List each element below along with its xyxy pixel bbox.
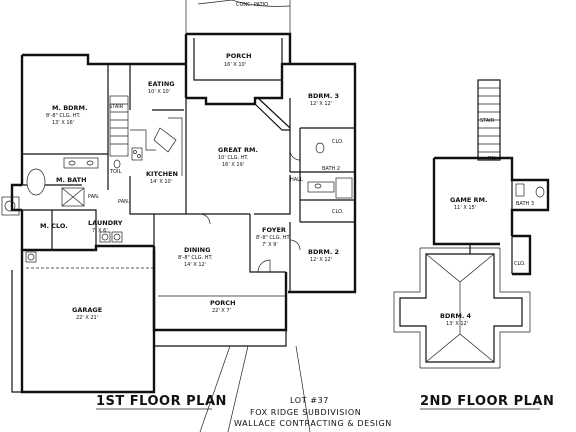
second-floor-walls [393, 79, 550, 369]
room-labels: CONC. PATIO PORCH 16' X 10' EATING 10' X… [40, 2, 534, 327]
toil-label: TOIL [109, 169, 121, 175]
clo-1-label: CLO. [332, 139, 344, 145]
eating-size: 10' X 10' [148, 89, 170, 95]
dn-label: DN [488, 156, 496, 162]
game-rm-size: 11' X 15' [454, 205, 476, 211]
kitchen-name: KITCHEN [146, 170, 178, 178]
front-porch-name: PORCH [210, 299, 236, 307]
bdrm-4-name: BDRM. 4 [440, 312, 472, 320]
bdrm-2-name: BDRM. 2 [308, 248, 339, 256]
patio-label: CONC. PATIO [236, 2, 268, 8]
pan-2-label: PAN. [118, 199, 130, 205]
laundry-size: 7' X 6' [92, 228, 108, 234]
front-porch-size: 22' X 7' [212, 308, 231, 314]
bdrm-3-name: BDRM. 3 [308, 92, 339, 100]
stair-1-label: STAIR [109, 104, 124, 110]
dining-name: DINING [184, 246, 210, 254]
clo-2-label: CLO. [332, 209, 344, 215]
first-floor-title: 1ST FLOOR PLAN [96, 394, 227, 409]
first-floor-walls [1, 0, 357, 432]
garage-name: GARAGE [72, 306, 102, 314]
eating-name: EATING [148, 80, 175, 88]
clo-3-label: CLO. [514, 261, 526, 267]
garage-size: 22' X 21' [76, 315, 98, 321]
bdrm-2-size: 12' X 12' [310, 257, 332, 263]
m-bath-label: M. BATH [56, 176, 87, 184]
rear-porch-name: PORCH [226, 52, 252, 60]
stair-2-label: STAIR [480, 118, 495, 124]
dining-size: 14' X 12' [184, 262, 206, 268]
m-bdrm-size: 13' X 16' [52, 120, 74, 126]
m-clo-label: M. CLO. [40, 222, 68, 230]
bath-3-label: BATH 3 [516, 201, 534, 207]
foyer-clg: 8'-8" CLG. HT. [256, 235, 291, 241]
foyer-size: 7' X 9' [262, 242, 278, 248]
subdivision-name: FOX RIDGE SUBDIVISION [250, 408, 361, 417]
great-rm-name: GREAT RM. [218, 146, 258, 154]
hall-label: HALL [290, 177, 303, 183]
lot-number: LOT #37 [290, 396, 329, 405]
m-bdrm-name: M. BDRM. [52, 104, 88, 112]
second-floor-title: 2ND FLOOR PLAN [420, 394, 554, 409]
laundry-name: LAUNDRY [88, 219, 123, 227]
stair-1-treads [109, 95, 129, 157]
bdrm-3-size: 12' X 12' [310, 101, 332, 107]
m-bdrm-clg: 8'-8" CLG. HT. [46, 113, 81, 119]
great-rm-size: 16' X 19' [222, 162, 244, 168]
bdrm-4-size: 13' X 12' [446, 321, 468, 327]
game-rm-name: GAME RM. [450, 196, 487, 204]
pan-1-label: PAN. [88, 194, 100, 200]
dining-clg: 8'-8" CLG. HT. [178, 255, 213, 261]
builder-name: WALLACE CONTRACTING & DESIGN [234, 419, 392, 428]
rear-porch-size: 16' X 10' [224, 62, 246, 68]
title-block: 1ST FLOOR PLAN 2ND FLOOR PLAN LOT #37 FO… [96, 394, 554, 428]
foyer-name: FOYER [262, 226, 286, 234]
great-rm-clg: 10' CLG. HT. [218, 155, 249, 161]
bath-2-label: BATH 2 [322, 166, 340, 172]
kitchen-size: 14' X 10' [150, 179, 172, 185]
